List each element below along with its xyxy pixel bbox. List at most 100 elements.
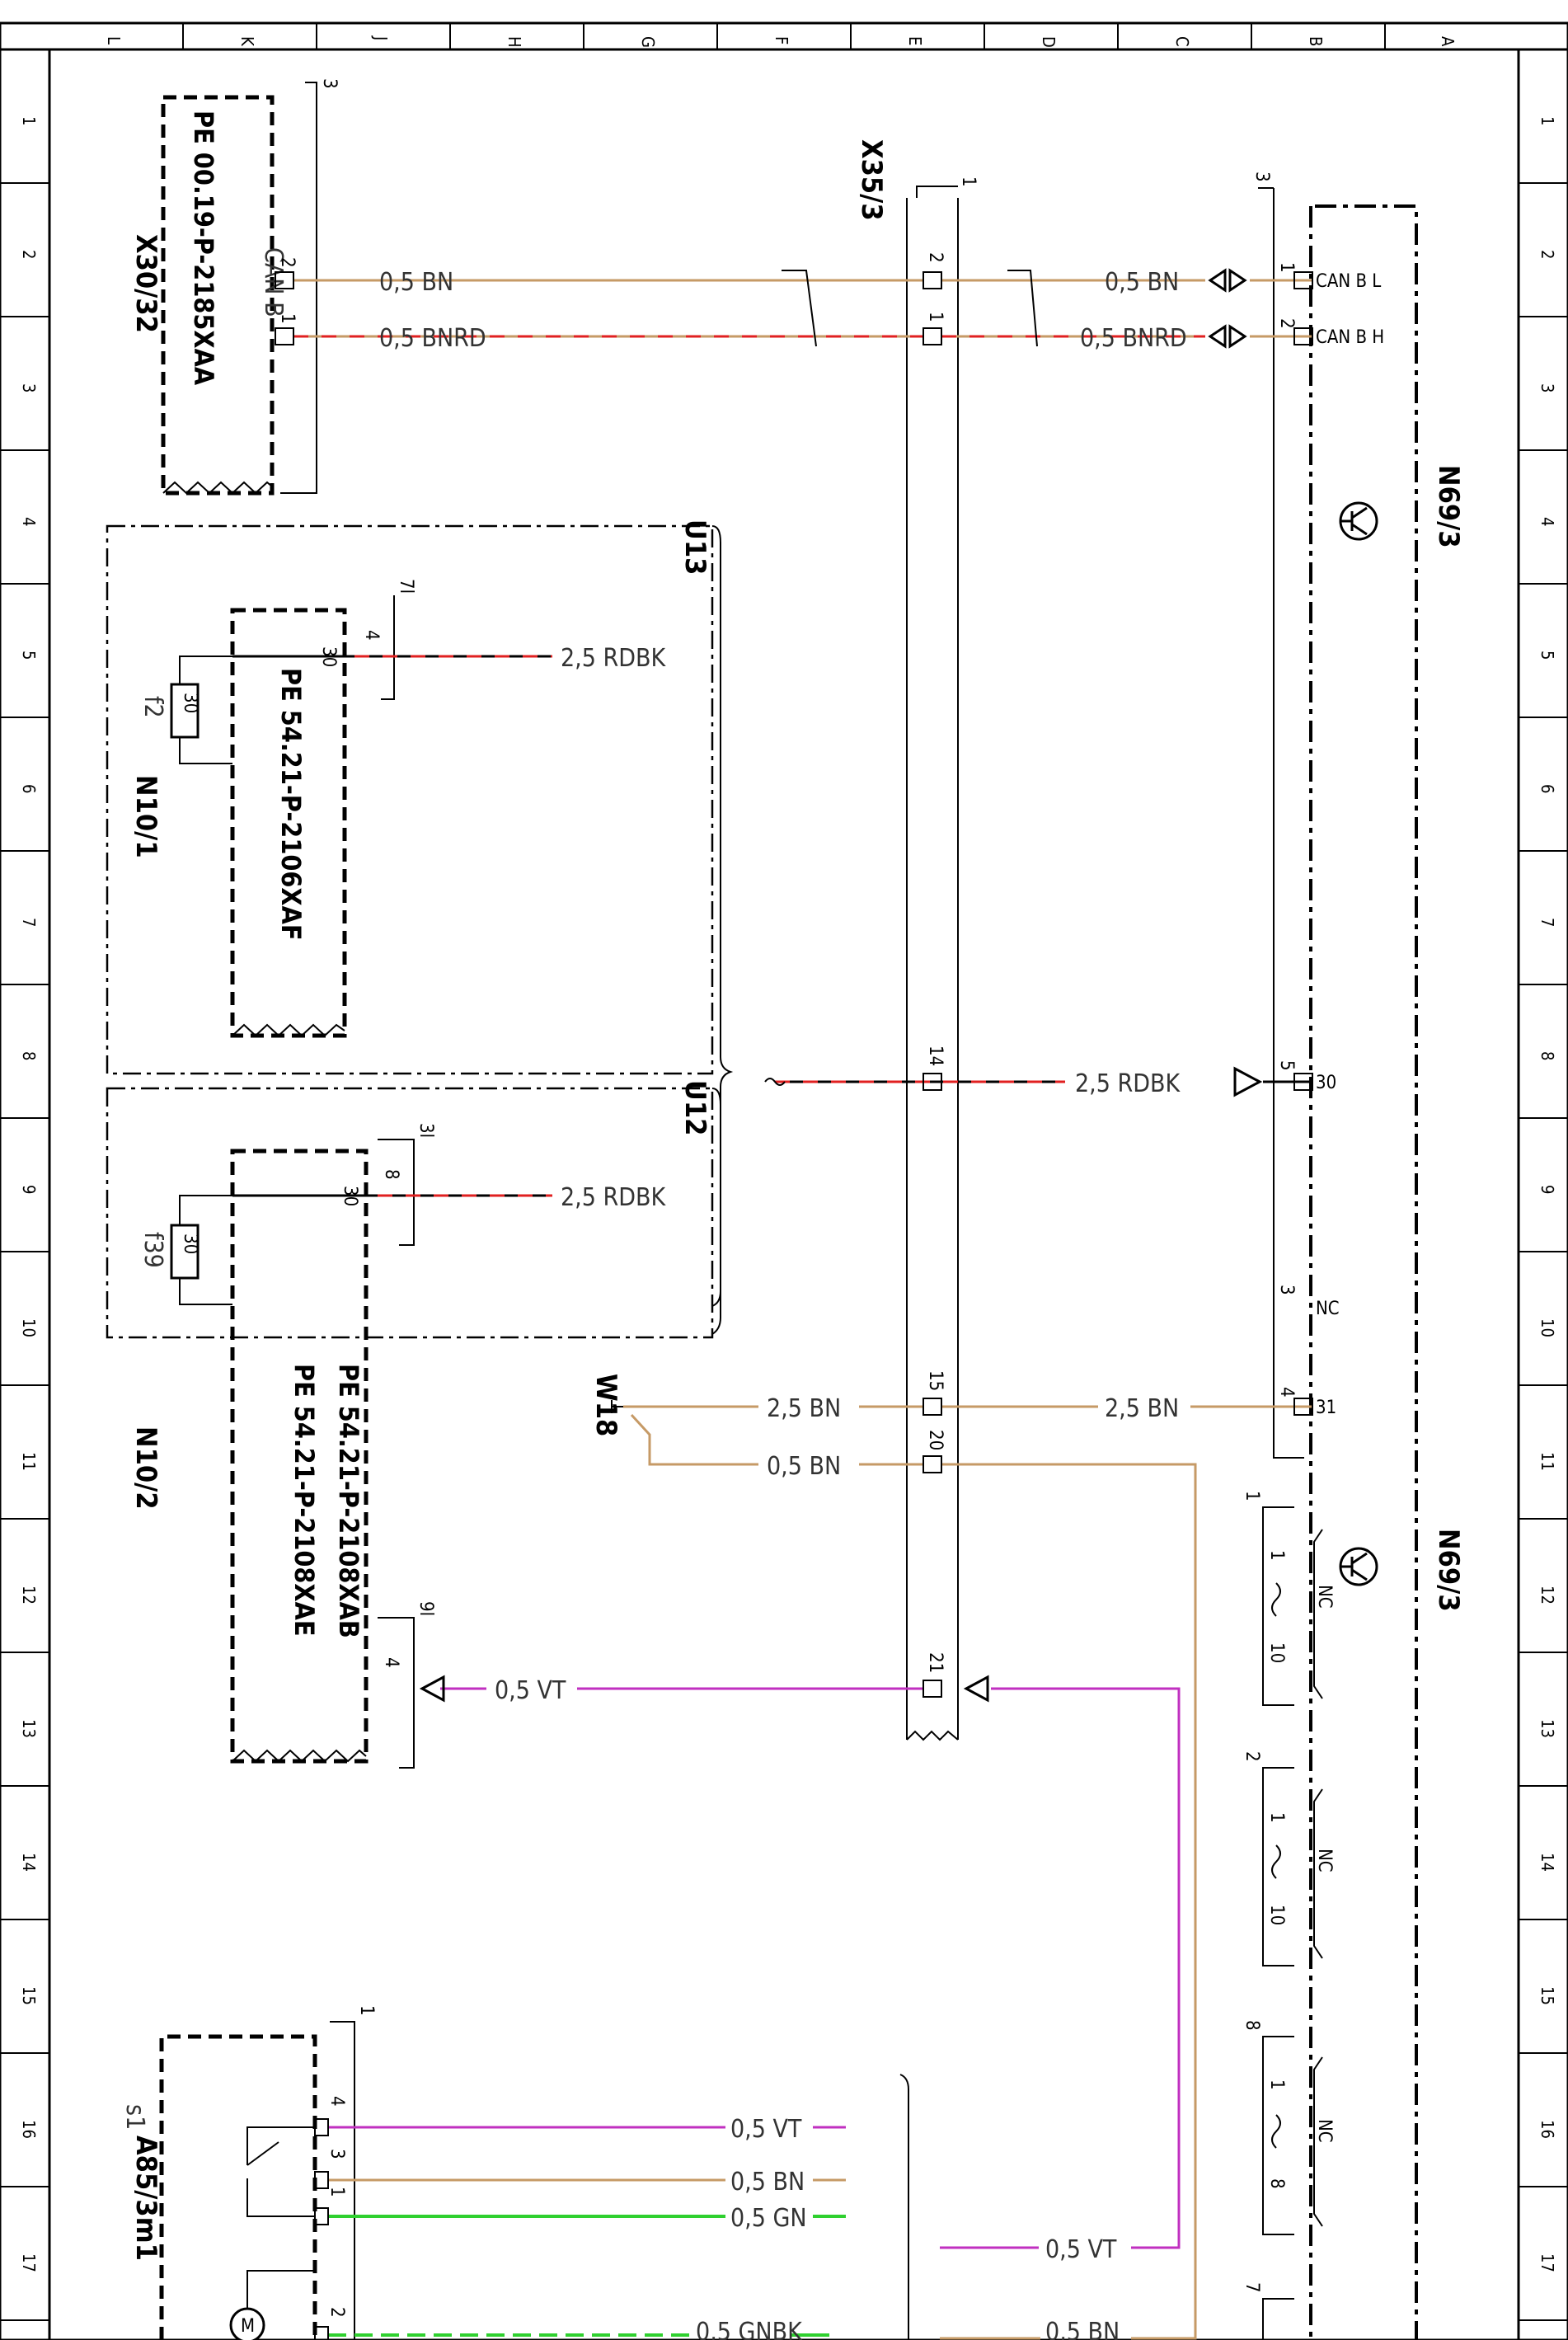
pin-4: 4 bbox=[361, 630, 382, 641]
grid-row-label: 9 bbox=[19, 1185, 39, 1194]
n69-3-lower-module[interactable]: N69/3 1 1 10 NC 2 1 10 NC bbox=[1242, 1491, 1465, 2340]
wire-label: 0,5 GN bbox=[730, 2204, 807, 2233]
grid-row-label: 10 bbox=[19, 1318, 39, 1337]
sub-pin: 1 bbox=[1266, 1550, 1287, 1561]
n10-2-ref1: PE 54.21-P-2108XAB bbox=[333, 1364, 364, 1638]
pin-30: 30 bbox=[1316, 1073, 1336, 1093]
grid-row-label: 15 bbox=[19, 1986, 39, 2005]
grid-row-label: 17 bbox=[1537, 2253, 1557, 2272]
grid-row-label: 6 bbox=[19, 784, 39, 793]
n10-1-conn: 7l bbox=[396, 579, 416, 594]
pin-4: 4 bbox=[381, 1657, 401, 1668]
wire-label: 2,5 BN bbox=[767, 1394, 841, 1423]
motor-icon: M bbox=[229, 2270, 315, 2340]
switch-label: s1 bbox=[120, 2104, 149, 2130]
switch-icon bbox=[246, 2126, 315, 2217]
grid-col-label: L bbox=[104, 36, 124, 45]
sub-connector-7[interactable]: 7 bbox=[1242, 2282, 1294, 2340]
w18-ground[interactable]: W18 bbox=[589, 1374, 623, 1436]
n69-3-name: N69/3 bbox=[1432, 465, 1465, 548]
wire-label: 0,5 VT bbox=[1045, 2235, 1117, 2264]
sub-connector-1[interactable]: 1 1 10 NC bbox=[1242, 1491, 1335, 1706]
wire-label: 0,5 BNRD bbox=[1080, 324, 1187, 353]
sheet-frame bbox=[0, 21, 1568, 2340]
sub-connector-num: 2 bbox=[1242, 1751, 1262, 1762]
wire-label: 2,5 RDBK bbox=[561, 644, 667, 673]
connector-arrows bbox=[419, 268, 1263, 1703]
grid-row-label: 4 bbox=[1537, 517, 1557, 526]
wire-label: 0,5 BN bbox=[730, 2168, 805, 2197]
wire-labels: 0,5 BN 0,5 BN 0,5 BNRD 0,5 BNRD 2,5 RDBK… bbox=[379, 268, 1187, 2340]
n10-2-name: N10/2 bbox=[129, 1426, 162, 1510]
grid-row-label: 10 bbox=[1537, 1318, 1557, 1337]
x30-32-pins: 2 1 bbox=[275, 257, 298, 345]
fuse-label: f39 bbox=[138, 1232, 167, 1268]
n69-3-lower-name: N69/3 bbox=[1432, 1529, 1465, 1612]
x30-pin: 2 bbox=[277, 257, 298, 268]
grid-row-label: 12 bbox=[1537, 1586, 1557, 1605]
x35-3-connector[interactable]: 1 X35/3 bbox=[855, 139, 979, 1741]
sub-pin: 10 bbox=[1266, 1905, 1287, 1925]
x35-pin: 20 bbox=[925, 1430, 946, 1450]
grid-row-label: 2 bbox=[19, 250, 39, 259]
grid-row-label: 2 bbox=[1537, 250, 1557, 259]
x35-pin: 14 bbox=[925, 1045, 946, 1066]
wires bbox=[293, 270, 1312, 2340]
n69-3-module[interactable]: 3 N69/3 bbox=[1251, 172, 1465, 2340]
grid-row-label: 5 bbox=[1537, 651, 1557, 660]
x35-pin: 2 bbox=[925, 252, 946, 263]
grid-row-label: 14 bbox=[1537, 1853, 1557, 1872]
sub-pin-nc: NC bbox=[1314, 2119, 1335, 2143]
u12-group[interactable]: U12 3l 9l PE 54.21-P-2108XAB PE 54.21-P-… bbox=[106, 1080, 721, 1769]
sub-connector-2[interactable]: 2 1 10 NC bbox=[1242, 1751, 1335, 1966]
x35-3-num: 1 bbox=[958, 176, 979, 187]
sub-connector-8[interactable]: 8 1 8 NC bbox=[1242, 2020, 1335, 2235]
wire-label: 0,5 BN bbox=[767, 1452, 841, 1481]
grid-col-label: F bbox=[772, 36, 791, 45]
n69-pin: 1 bbox=[1276, 262, 1297, 273]
sub-pin: 1 bbox=[1266, 1812, 1287, 1823]
grid-col-label: J bbox=[371, 35, 391, 40]
grid-row-label: 14 bbox=[19, 1853, 39, 1872]
grid-row-label: 1 bbox=[19, 116, 39, 125]
n10-1-ref: PE 54.21-P-2106XAF bbox=[275, 668, 307, 941]
grid-row-label: 3 bbox=[19, 383, 39, 392]
sub-pin-nc: NC bbox=[1314, 1849, 1335, 1872]
n69-3-pins: 1 2 5 3 4 CAN B L CAN B H 30 NC 31 bbox=[1276, 262, 1384, 1418]
pin-can-h: CAN B H bbox=[1316, 327, 1384, 348]
grid-row-label: 9 bbox=[1537, 1185, 1557, 1194]
wire-label: 0,5 BN bbox=[1045, 2318, 1120, 2340]
a85-pin: 2 bbox=[326, 2307, 347, 2318]
grid-row-label: 13 bbox=[19, 1719, 39, 1738]
a85-pin: 3 bbox=[326, 2149, 347, 2159]
pin-30: 30 bbox=[318, 646, 339, 667]
grid-row-label: 12 bbox=[19, 1586, 39, 1605]
x30-32-ref: PE 00.19-P-2185XAA bbox=[188, 110, 219, 386]
sub-connector-num: 7 bbox=[1242, 2282, 1262, 2293]
wire-label: 0,5 VT bbox=[495, 1676, 566, 1705]
n69-pin: 2 bbox=[1276, 318, 1297, 329]
sub-pin: 8 bbox=[1266, 2178, 1287, 2189]
sub-connector-num: 1 bbox=[1242, 1491, 1262, 1501]
n69-3-num: 3 bbox=[1251, 172, 1272, 182]
a85-3m1-component[interactable]: 1 A85/3m1 s1 M bbox=[120, 2005, 377, 2340]
pin-31: 31 bbox=[1316, 1398, 1336, 1418]
transistor-icon bbox=[1339, 1547, 1378, 1586]
column-grid: A B C D E F G H J K L bbox=[104, 23, 1458, 49]
w18-name: W18 bbox=[589, 1374, 622, 1436]
x35-pin: 1 bbox=[925, 312, 946, 322]
pin-can-l: CAN B L bbox=[1316, 271, 1381, 292]
x30-pin: 1 bbox=[277, 313, 298, 324]
u13-group[interactable]: U13 7l PE 54.21-P-2106XAF N10/1 30 f2 30… bbox=[106, 519, 734, 1307]
sub-connector-num: 8 bbox=[1242, 2020, 1262, 2031]
grid-row-label: 8 bbox=[1537, 1051, 1557, 1060]
grid-col-label: G bbox=[638, 36, 658, 48]
grid-row-label: 7 bbox=[1537, 918, 1557, 927]
u12-name: U12 bbox=[678, 1080, 711, 1135]
grid-col-label: A bbox=[1438, 36, 1458, 47]
n10-2-conn1: 3l bbox=[415, 1123, 436, 1138]
x30-32-bus: CAN B bbox=[259, 247, 288, 317]
x30-32-connector[interactable]: 3 PE 00.19-P-2185XAA CAN B X30/32 bbox=[129, 78, 340, 496]
grid-row-label: 13 bbox=[1537, 1719, 1557, 1738]
